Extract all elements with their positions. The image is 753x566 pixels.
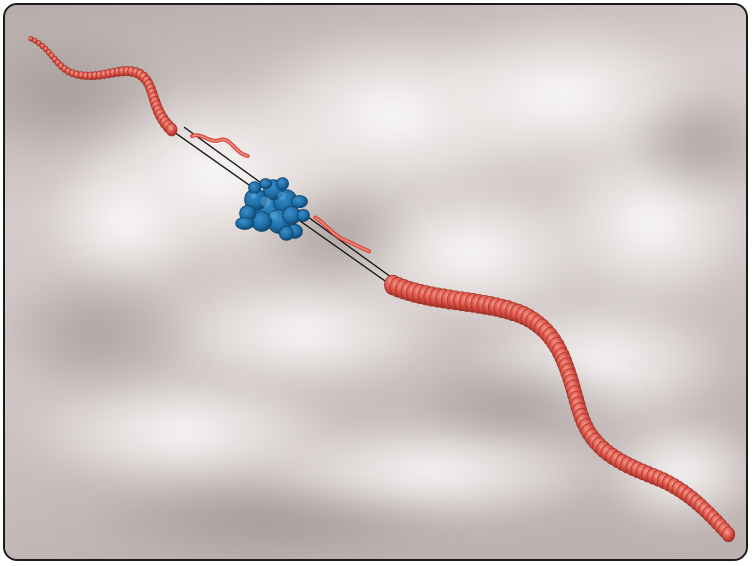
image-frame (3, 3, 748, 561)
strand-bead (722, 527, 735, 542)
sky-scene (5, 5, 746, 559)
strand-bead (166, 123, 177, 136)
